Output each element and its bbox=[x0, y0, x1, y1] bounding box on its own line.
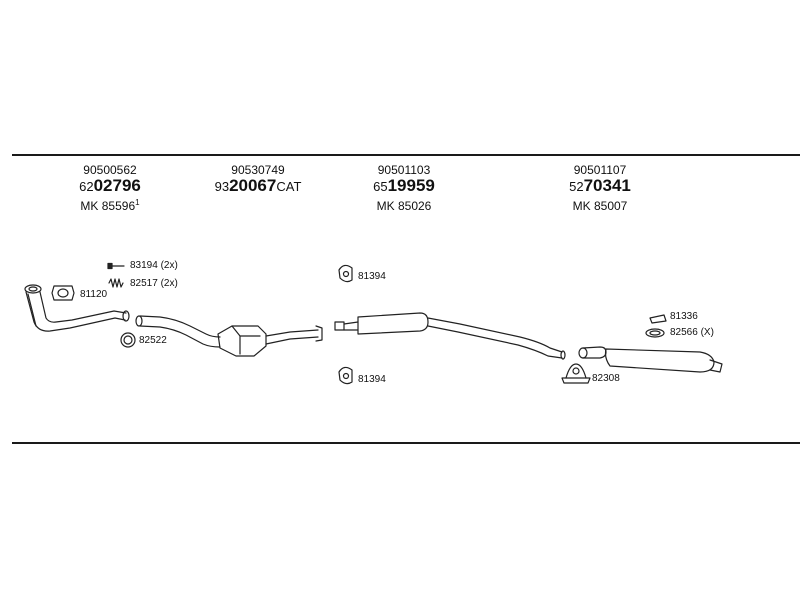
label-81394-top: 81394 bbox=[358, 271, 386, 282]
gasket-icon bbox=[51, 285, 75, 301]
pipe-clamp-icon bbox=[561, 363, 591, 384]
label-81394-bottom: 81394 bbox=[358, 374, 386, 385]
part-group-middle-silencer: 90501103 6519959 MK 85026 bbox=[373, 163, 435, 214]
label-82308: 82308 bbox=[592, 373, 620, 384]
part-group-front-pipe: 90500562 6202796 MK 855961 bbox=[79, 163, 141, 214]
spring-icon bbox=[108, 278, 124, 288]
part-number: 6519959 bbox=[373, 176, 435, 195]
part-number: 9320067CAT bbox=[214, 176, 302, 195]
rear-silencer bbox=[578, 346, 723, 373]
bolt-icon bbox=[107, 262, 125, 270]
mounting-kit-number: MK 85026 bbox=[376, 199, 432, 213]
part-number: 5270341 bbox=[569, 176, 631, 195]
top-rule bbox=[12, 154, 800, 156]
part-number: 6202796 bbox=[79, 176, 141, 195]
label-82566: 82566 (X) bbox=[670, 327, 714, 338]
part-group-rear-silencer: 90501107 5270341 MK 85007 bbox=[569, 163, 631, 214]
rubber-hanger-icon bbox=[338, 366, 353, 385]
label-83194: 83194 (2x) bbox=[130, 260, 178, 271]
bottom-rule bbox=[12, 442, 800, 444]
label-82517: 82517 (2x) bbox=[130, 278, 178, 289]
oe-number: 90500562 bbox=[83, 163, 137, 177]
catalytic-converter bbox=[135, 315, 323, 357]
rubber-hanger-icon bbox=[338, 264, 353, 283]
label-81336: 81336 bbox=[670, 311, 698, 322]
oe-number: 90530749 bbox=[231, 163, 285, 177]
front-pipe bbox=[24, 284, 130, 332]
pipe-clamp-icon bbox=[649, 314, 667, 324]
mounting-kit-number: MK 85007 bbox=[572, 199, 628, 213]
seal-ring-icon bbox=[120, 332, 136, 348]
oe-number: 90501107 bbox=[573, 163, 627, 177]
oe-number: 90501103 bbox=[377, 163, 431, 177]
label-82522: 82522 bbox=[139, 335, 167, 346]
middle-silencer bbox=[334, 312, 566, 360]
seal-ring-icon bbox=[645, 328, 665, 338]
label-81120: 81120 bbox=[80, 289, 108, 300]
part-group-catalyst: 90530749 9320067CAT bbox=[215, 163, 302, 195]
mounting-kit-number: MK 855961 bbox=[80, 198, 140, 213]
